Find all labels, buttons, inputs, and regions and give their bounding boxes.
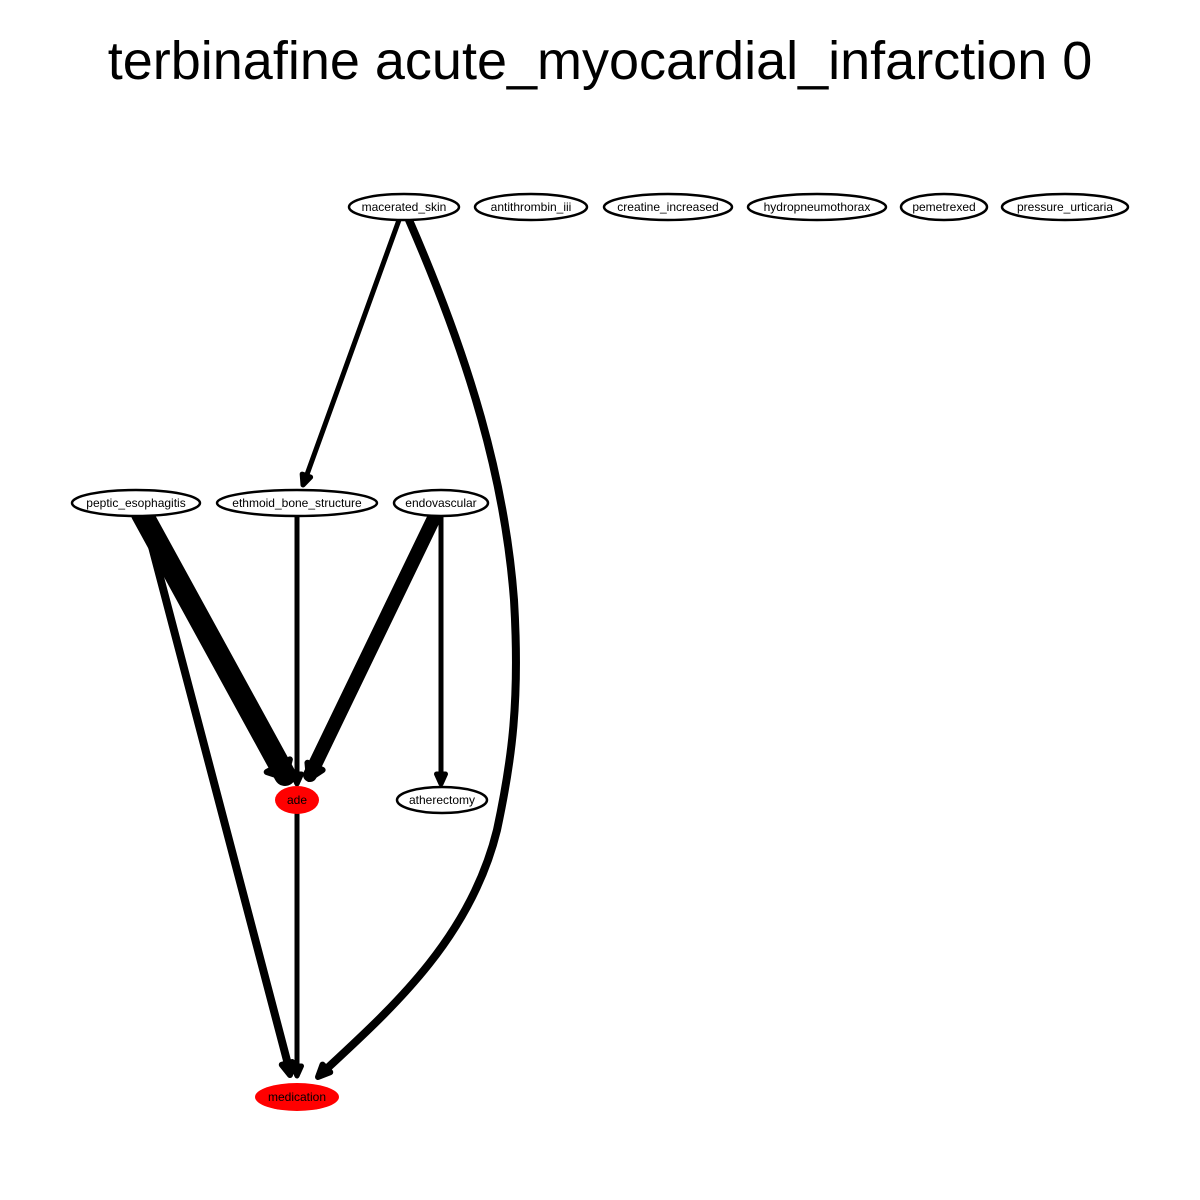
- node-label: pressure_urticaria: [1017, 200, 1113, 214]
- edge-endovascular-to-ade: [303, 509, 442, 782]
- node-label: atherectomy: [409, 793, 475, 807]
- node-shape[interactable]: [473, 192, 589, 222]
- node-antithrombin-iii[interactable]: antithrombin_iii: [473, 192, 589, 222]
- node-shape[interactable]: [395, 785, 489, 815]
- edge-layer: [131, 216, 520, 1080]
- edge-ade-to-medication: [290, 811, 304, 1079]
- node-atherectomy[interactable]: atherectomy: [395, 785, 489, 815]
- edge-arrowhead: [278, 1059, 296, 1078]
- edge-line: [141, 516, 294, 1076]
- edge-line: [316, 216, 520, 1079]
- node-macerated-skin[interactable]: macerated_skin: [347, 192, 461, 222]
- node-shape[interactable]: [1000, 192, 1130, 222]
- node-shape[interactable]: [255, 1083, 339, 1111]
- node-shape[interactable]: [602, 192, 734, 222]
- edge-arrowhead: [304, 759, 326, 782]
- node-label: pemetrexed: [912, 200, 975, 214]
- node-shape[interactable]: [215, 488, 379, 518]
- node-label: antithrombin_iii: [491, 200, 572, 214]
- node-endovascular[interactable]: endovascular: [392, 488, 490, 518]
- edge-line: [302, 217, 402, 483]
- node-hydropneumothorax[interactable]: hydropneumothorax: [746, 192, 888, 222]
- node-layer: macerated_skin antithrombin_iii creatine_i…: [70, 192, 1130, 1111]
- node-peptic-esophagitis[interactable]: peptic_esophagitis: [70, 488, 202, 518]
- node-shape[interactable]: [275, 786, 319, 814]
- node-ade[interactable]: ade: [275, 786, 319, 814]
- edge-arrowhead: [299, 471, 314, 488]
- edge-peptic_esophagitis-to-ade: [131, 503, 296, 786]
- node-shape[interactable]: [392, 488, 490, 518]
- edge-arrowhead: [434, 771, 448, 787]
- node-label: macerated_skin: [362, 200, 447, 214]
- node-shape[interactable]: [70, 488, 202, 518]
- node-ethmoid-bone-structure[interactable]: ethmoid_bone_structure: [215, 488, 379, 518]
- edge-peptic_esophagitis-to-medication: [141, 516, 296, 1078]
- node-label: peptic_esophagitis: [86, 496, 185, 510]
- edge-arrowhead: [263, 756, 293, 781]
- edge-arrowhead: [290, 1063, 304, 1079]
- graph-title: terbinafine acute_myocardial_infarction …: [107, 31, 1093, 91]
- edge-line: [131, 503, 296, 786]
- edge-macerated_skin-to-ethmoid_bone_structure: [299, 217, 402, 488]
- node-shape[interactable]: [347, 192, 461, 222]
- node-shape[interactable]: [746, 192, 888, 222]
- node-label: ade: [287, 793, 307, 807]
- node-label: ethmoid_bone_structure: [232, 496, 362, 510]
- edge-macerated_skin-to-medication: [315, 216, 520, 1080]
- node-creatine-increased[interactable]: creatine_increased: [602, 192, 734, 222]
- node-pemetrexed[interactable]: pemetrexed: [899, 192, 989, 222]
- edge-arrowhead: [315, 1061, 334, 1080]
- node-shape[interactable]: [899, 192, 989, 222]
- node-label: hydropneumothorax: [764, 200, 871, 214]
- node-medication[interactable]: medication: [255, 1083, 339, 1111]
- node-label: endovascular: [405, 496, 476, 510]
- node-label: medication: [268, 1090, 326, 1104]
- edge-arrowhead: [290, 771, 304, 787]
- edge-ethmoid_bone_structure-to-ade: [290, 513, 304, 787]
- node-label: creatine_increased: [617, 200, 718, 214]
- edge-line: [303, 509, 442, 782]
- node-pressure-urticaria[interactable]: pressure_urticaria: [1000, 192, 1130, 222]
- edge-endovascular-to-atherectomy: [434, 513, 448, 787]
